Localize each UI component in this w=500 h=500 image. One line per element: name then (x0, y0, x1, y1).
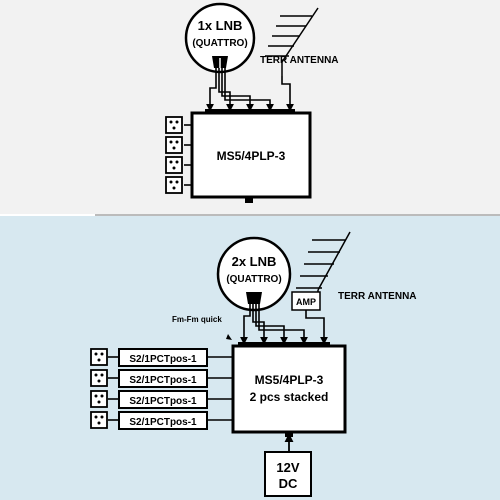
splitter-label-3: S2/1PCTpos-1 (129, 396, 197, 407)
top-power-connector (245, 197, 253, 203)
top-multiswitch-label: MS5/4PLP-3 (217, 149, 286, 163)
bottom-antenna-label: TERR ANTENNA (338, 291, 417, 302)
connector-note: Fm-Fm quick (172, 315, 222, 324)
bottom-lnb-title: 2x LNB (232, 254, 277, 269)
bottom-terrestrial-antenna-icon (296, 231, 351, 291)
bottom-input-connectors (238, 342, 330, 347)
bottom-power-connector (285, 432, 293, 437)
top-antenna-label: TERR ANTENNA (260, 55, 339, 66)
top-tv-outlet-icon-2 (165, 136, 183, 154)
top-lnb-icon (184, 2, 256, 74)
bottom-multiswitch-box (231, 344, 347, 434)
power-line2: DC (279, 476, 298, 491)
bottom-lnb-subtitle: (QUATTRO) (226, 274, 281, 285)
splitter-label-1: S2/1PCTpos-1 (129, 354, 197, 365)
top-tv-outlet-icon-3 (165, 156, 183, 174)
power-supply-box (264, 451, 312, 497)
top-input-connectors (205, 109, 295, 114)
bottom-lnb-icon (216, 236, 292, 312)
splitter-1 (118, 348, 233, 367)
power-line1: 12V (276, 460, 299, 475)
top-tv-outlet-icon-4 (165, 176, 183, 194)
top-lnb-subtitle: (QUATTRO) (192, 38, 247, 49)
top-lnb-cables (206, 68, 294, 112)
bottom-tv-outlet-icon-3 (90, 390, 108, 408)
top-multiswitch-box (190, 111, 312, 199)
bottom-tv-outlet-icon-2 (90, 369, 108, 387)
amp-label: AMP (296, 297, 316, 307)
splitter-label-2: S2/1PCTpos-1 (129, 375, 197, 386)
top-terrestrial-antenna-icon (265, 7, 319, 76)
top-output-cables (184, 124, 192, 186)
bottom-tv-outlet-icon-4 (90, 411, 108, 429)
splitter-label-4: S2/1PCTpos-1 (129, 417, 197, 428)
bottom-multiswitch-line1: MS5/4PLP-3 (255, 373, 324, 387)
top-lnb-title: 1x LNB (198, 18, 243, 33)
top-tv-outlet-icon-1 (165, 116, 183, 134)
bottom-multiswitch-line2: 2 pcs stacked (250, 390, 329, 404)
bottom-lnb-cables (240, 304, 328, 345)
bottom-tv-outlet-icon-1 (90, 348, 108, 366)
connector-note-pointer (226, 334, 232, 340)
bottom-output-cables (108, 356, 119, 421)
